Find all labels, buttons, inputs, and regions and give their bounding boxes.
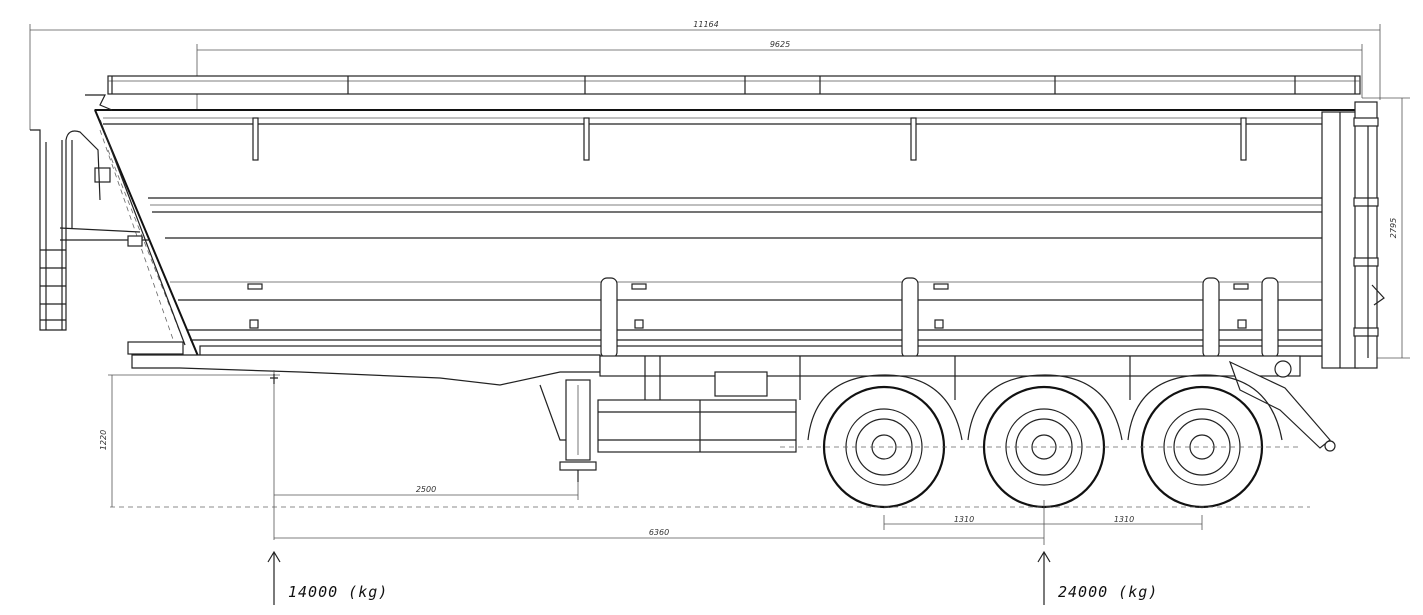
overall-length-dimension: 11164 [29,20,1381,130]
coupling-height-dimension: 1220 [99,374,280,507]
rear-door [1321,101,1385,369]
kingpin-to-leg-label: 2500 [416,485,436,494]
overall-length-label: 11164 [693,20,718,29]
kingpin-to-leg-dimension: 2500 [274,482,579,500]
front-load-label: 14000 (kg) [288,583,388,601]
fenders [807,374,1283,441]
axle-spacing-1-label: 1310 [954,515,974,524]
kingpin-to-axle-label: 6360 [649,528,669,537]
rear-load-label: 24000 (kg) [1058,583,1158,601]
chassis [131,354,1336,452]
front-ladder [30,129,101,331]
kingpin-to-axle-dimension: 6360 [274,500,1045,545]
body-height-label: 2795 [1389,218,1398,238]
axle-spacing-dimensions: 1310 1310 [883,515,1203,530]
tool-box [597,371,797,453]
front-headboard [59,94,186,355]
coupling-height-label: 1220 [99,430,108,450]
kingpin-marker [270,374,278,384]
top-rail [107,75,1361,95]
landing-leg [559,379,597,482]
rear-load-arrow: 24000 (kg) [1037,550,1158,605]
body-length-label: 9625 [770,40,790,49]
front-load-arrow: 14000 (kg) [267,550,388,605]
axle-spacing-2-label: 1310 [1114,515,1134,524]
body-height-dimension: 2795 [1362,97,1410,359]
tipper-body [94,109,1366,359]
